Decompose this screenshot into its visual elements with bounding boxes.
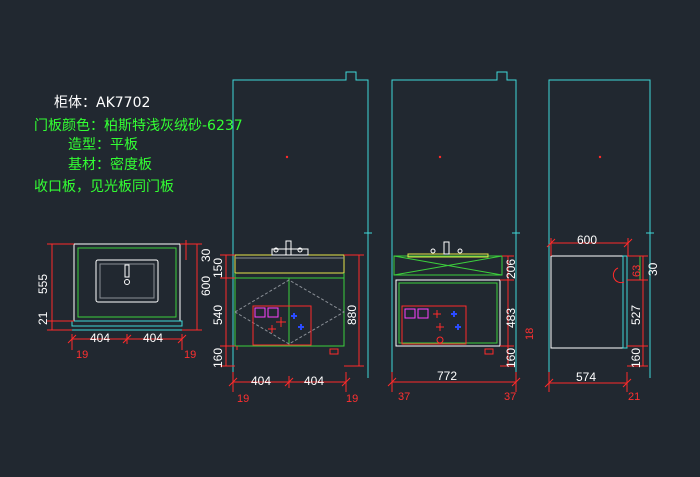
top-dim-30: 30 bbox=[199, 248, 213, 262]
front-dim-880: 880 bbox=[345, 305, 359, 325]
side-dim-37-right: 37 bbox=[504, 391, 516, 403]
top-dim-555: 555 bbox=[36, 274, 50, 294]
side-dim-18: 18 bbox=[524, 328, 536, 340]
note-shape: 造型：平板 bbox=[68, 137, 138, 153]
top-view: 555 21 600 30 404 404 19 19 bbox=[36, 240, 213, 361]
side-dim-772: 772 bbox=[437, 369, 457, 383]
back-dim-600: 600 bbox=[577, 233, 597, 247]
note-material: 基材：密度板 bbox=[68, 157, 152, 173]
back-dim-63: 63 bbox=[631, 265, 643, 277]
top-dim-21: 21 bbox=[36, 311, 50, 325]
front-dim-160: 160 bbox=[211, 348, 225, 368]
front-dim-540: 540 bbox=[211, 305, 225, 325]
side-dim-160: 160 bbox=[504, 348, 518, 368]
top-dim-600: 600 bbox=[199, 276, 213, 296]
note-cabinet: 柜体：AK7702 bbox=[54, 95, 151, 111]
note-door-color: 门板颜色：柏斯特浅灰绒砂-6237 bbox=[34, 118, 243, 134]
side-dim-37-left: 37 bbox=[398, 391, 410, 403]
back-dim-527: 527 bbox=[629, 305, 643, 325]
top-dim-404-right: 404 bbox=[143, 331, 163, 345]
side-view: 206 483 160 18 772 37 37 bbox=[387, 71, 536, 403]
back-dim-21: 21 bbox=[628, 391, 640, 403]
note-edge: 收口板，见光板同门板 bbox=[34, 179, 174, 195]
back-dim-160: 160 bbox=[629, 348, 643, 368]
front-dim-150: 150 bbox=[211, 258, 225, 278]
back-view: 600 63 30 527 160 574 21 bbox=[544, 79, 660, 403]
front-dim-404-left: 404 bbox=[251, 374, 271, 388]
front-view: 150 540 160 880 404 404 19 19 bbox=[211, 71, 372, 405]
front-dim-19-left: 19 bbox=[237, 393, 249, 405]
side-dim-206: 206 bbox=[504, 259, 518, 279]
top-dim-19-right: 19 bbox=[184, 349, 196, 361]
front-dim-19-right: 19 bbox=[346, 393, 358, 405]
side-dim-483: 483 bbox=[504, 308, 518, 328]
back-dim-574: 574 bbox=[576, 370, 596, 384]
top-dim-19-left: 19 bbox=[76, 349, 88, 361]
top-dim-404-left: 404 bbox=[90, 331, 110, 345]
back-dim-30: 30 bbox=[646, 262, 660, 276]
front-dim-404-right: 404 bbox=[304, 374, 324, 388]
